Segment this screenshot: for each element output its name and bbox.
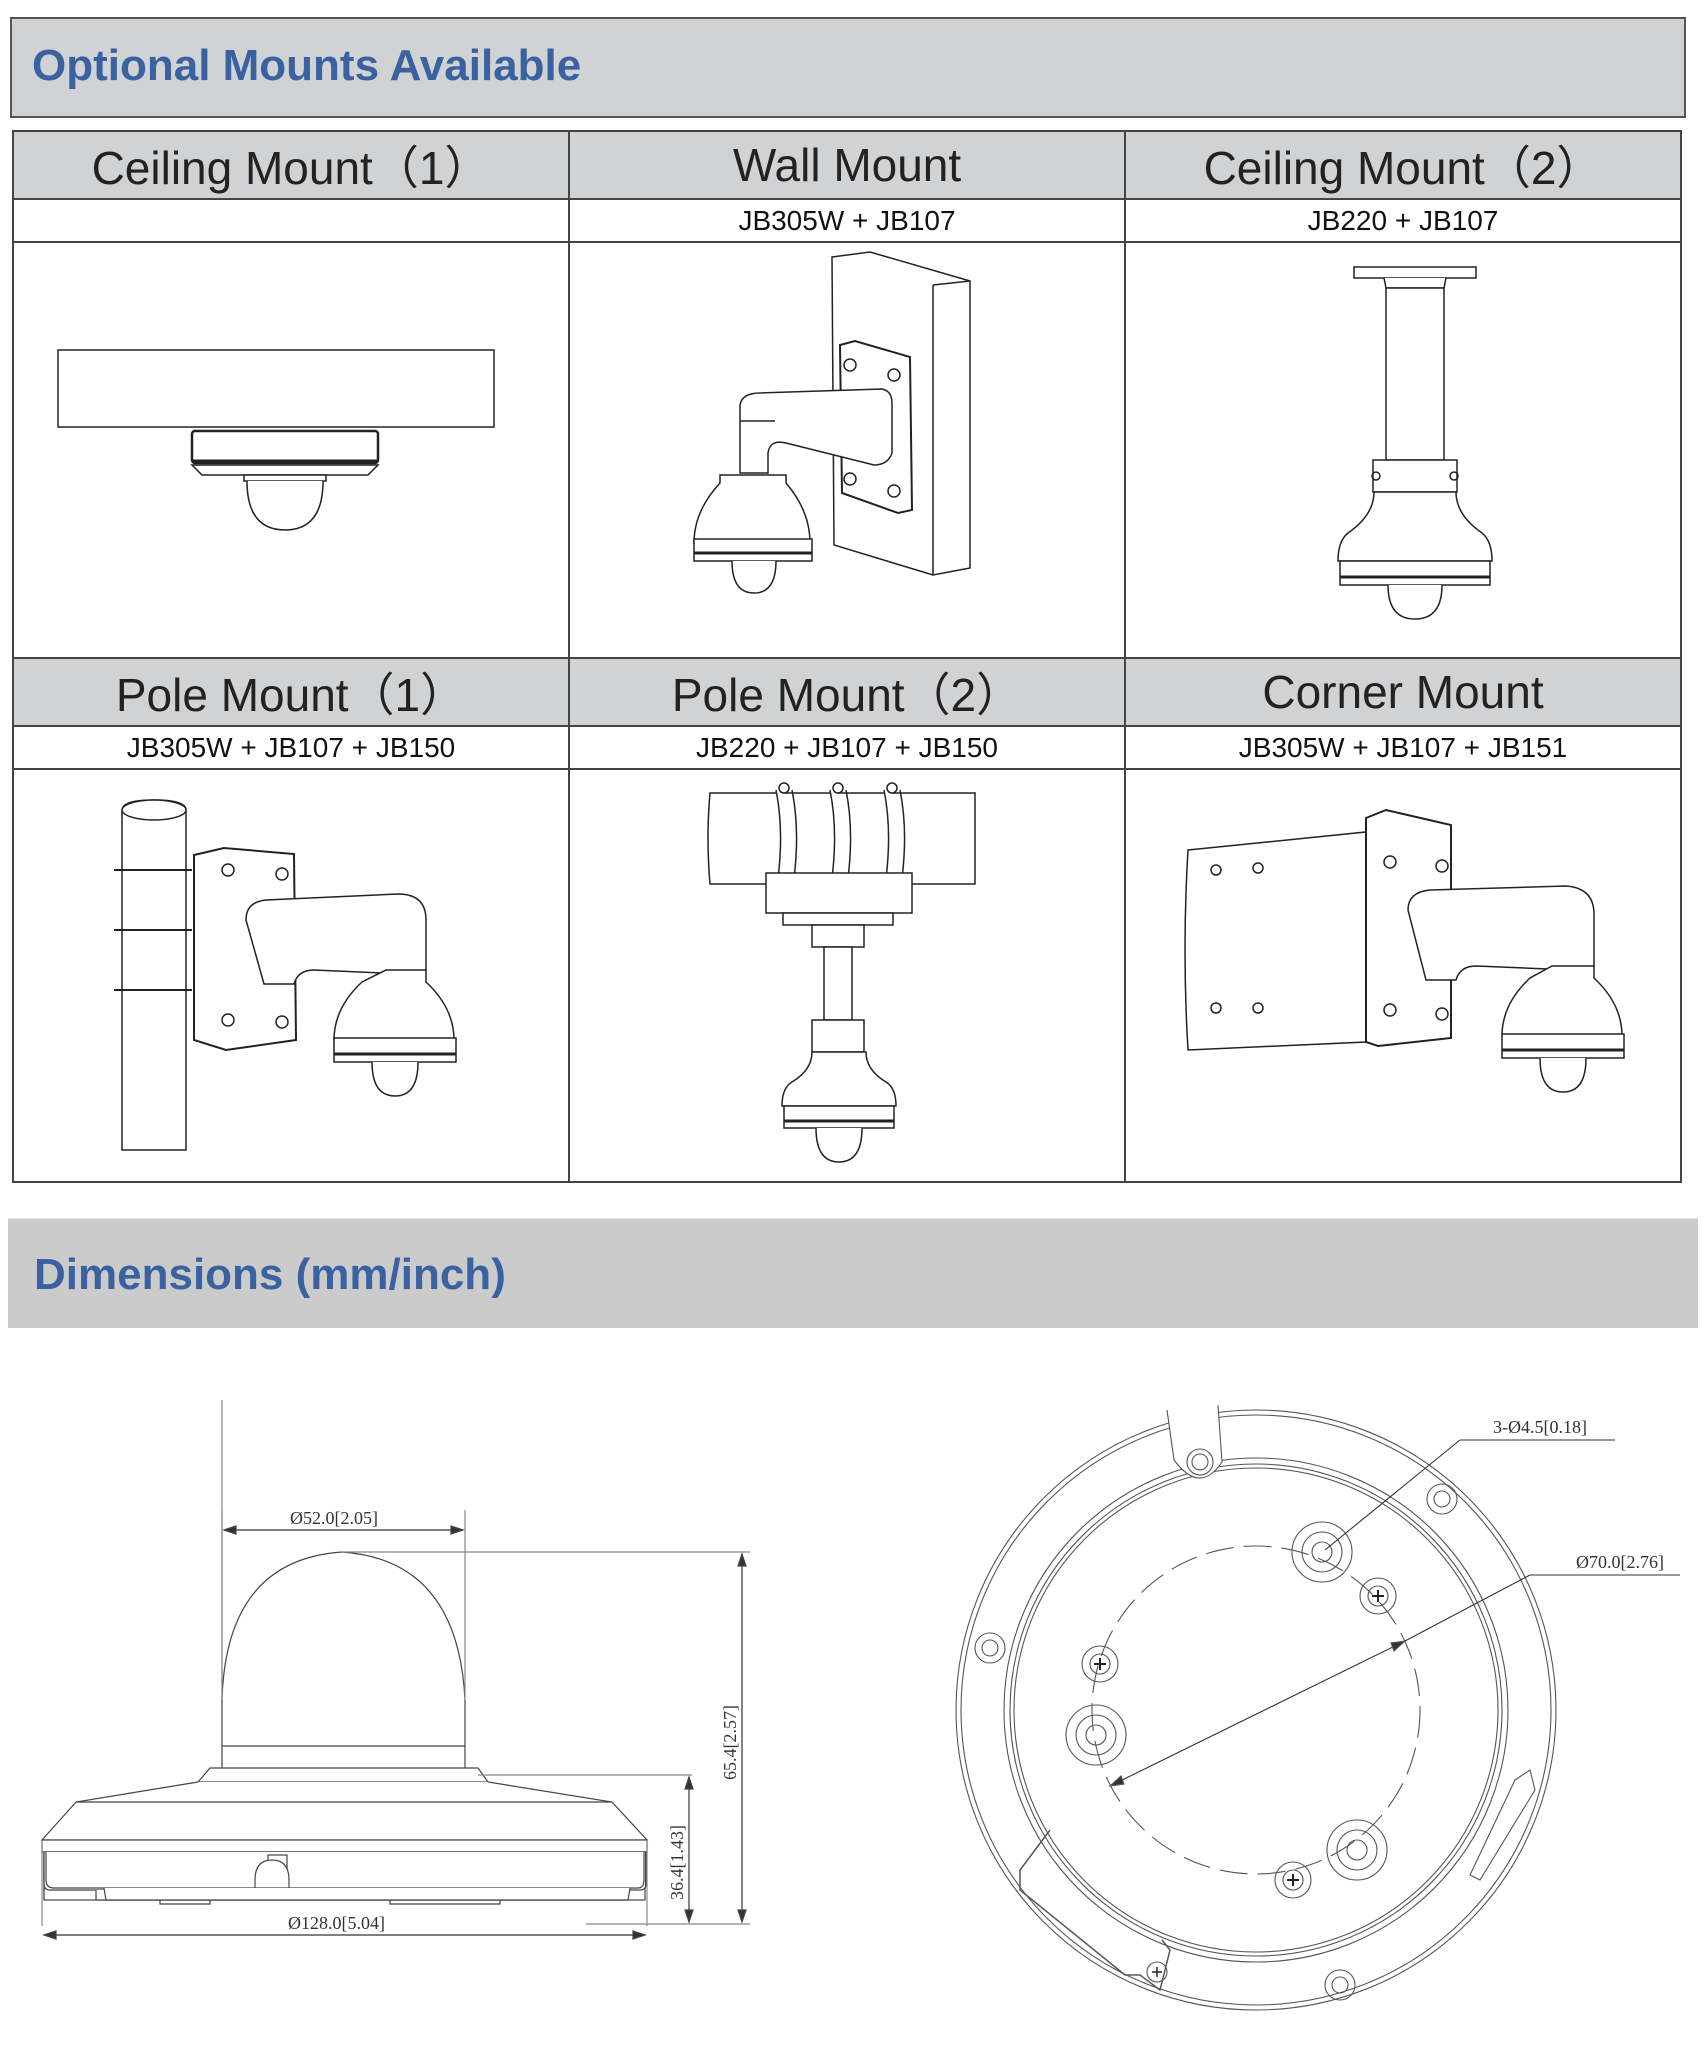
optional-mounts-header: Optional Mounts Available: [10, 17, 1686, 118]
mount-header-row-2: Pole Mount（1） Pole Mount（2） Corner Mount: [12, 657, 1682, 727]
mount-name-pole-1: Pole Mount（1）: [12, 657, 570, 727]
optional-mounts-title: Optional Mounts Available: [32, 41, 582, 90]
ceiling-mount-1-illustration: [57, 349, 495, 531]
mount-name-ceiling-1: Ceiling Mount（1）: [12, 130, 570, 200]
hole-circle-diameter-label: Ø70.0[2.76]: [1576, 1552, 1664, 1572]
dome-diameter-label: Ø52.0[2.05]: [290, 1508, 378, 1528]
mount-header-row: Ceiling Mount（1） Wall Mount Ceiling Moun…: [12, 130, 1682, 200]
total-height-label: 65.4[2.57]: [720, 1705, 740, 1780]
base-diameter-label: Ø128.0[5.04]: [288, 1913, 385, 1933]
mount-image-row-2: [12, 768, 1682, 1183]
mount-image-row: [12, 241, 1682, 659]
bottom-view-drawing: 3-Ø4.5[0.18] Ø70.0[2.76]: [955, 1404, 1680, 2011]
mount-models-ceiling-2: JB220 + JB107: [1124, 198, 1682, 243]
pole-mount-2-illustration: [707, 782, 976, 1163]
corner-mount-illustration: [1184, 808, 1625, 1093]
wall-mount-illustration: [693, 251, 971, 594]
wall-mount-cell: [568, 241, 1126, 659]
ceiling-mount-2-illustration: [1337, 266, 1493, 620]
pole-mount-1-illustration: [114, 799, 457, 1151]
holes-label: 3-Ø4.5[0.18]: [1493, 1417, 1587, 1437]
body-height-label: 36.4[1.43]: [667, 1825, 687, 1900]
mount-name-pole-2: Pole Mount（2）: [568, 657, 1126, 727]
mount-models-pole-2: JB220 + JB107 + JB150: [568, 725, 1126, 770]
mounts-table: Ceiling Mount（1） Wall Mount Ceiling Moun…: [12, 130, 1682, 1183]
dimensions-title: Dimensions (mm/inch): [34, 1250, 506, 1299]
mount-name-ceiling-2: Ceiling Mount（2）: [1124, 130, 1682, 200]
mount-models-pole-1: JB305W + JB107 + JB150: [12, 725, 570, 770]
mount-name-corner: Corner Mount: [1124, 657, 1682, 727]
pole-mount-1-cell: [12, 768, 570, 1183]
mount-models-ceiling-1: [12, 198, 570, 243]
ceiling-mount-2-cell: [1124, 241, 1682, 659]
mount-model-row-2: JB305W + JB107 + JB150 JB220 + JB107 + J…: [12, 725, 1682, 770]
mount-models-corner: JB305W + JB107 + JB151: [1124, 725, 1682, 770]
mount-model-row: JB305W + JB107 JB220 + JB107: [12, 198, 1682, 243]
pole-mount-2-cell: [568, 768, 1126, 1183]
mount-models-wall: JB305W + JB107: [568, 198, 1126, 243]
ceiling-mount-1-cell: [12, 241, 570, 659]
dimensions-header: Dimensions (mm/inch): [8, 1218, 1698, 1328]
side-view-drawing: Ø52.0[2.05] 36.4[1.43] 65.4[2.57] Ø128.0…: [40, 1400, 750, 1940]
mount-name-wall: Wall Mount: [568, 130, 1126, 200]
corner-mount-cell: [1124, 768, 1682, 1183]
